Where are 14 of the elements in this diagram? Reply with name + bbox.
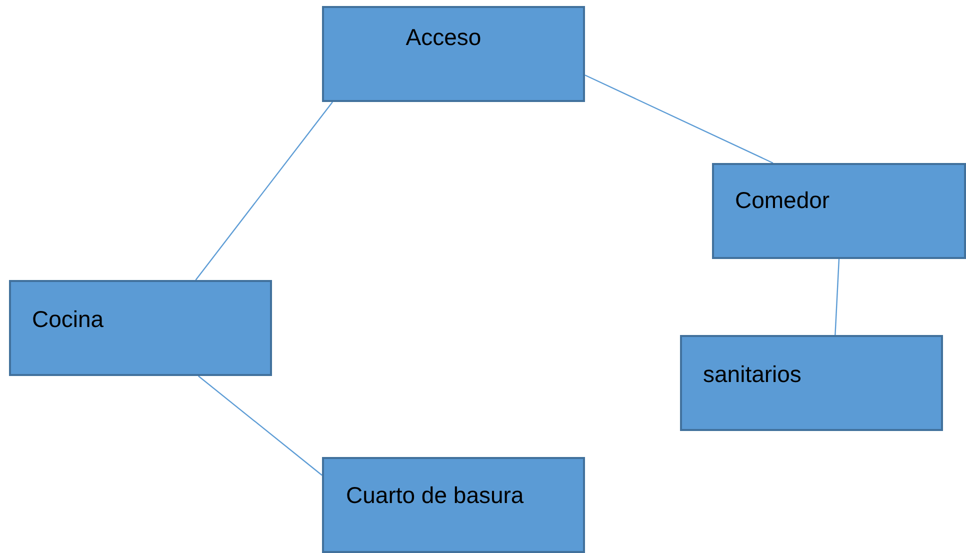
process-box [9,280,272,376]
connector-line [195,102,333,280]
box-label: sanitarios [703,361,802,389]
box-label: Acceso [406,24,482,52]
connector-line [198,376,322,476]
box-label: Cuarto de basura [346,482,524,510]
box-label: Comedor [735,187,830,215]
process-box [322,6,585,102]
connector-line [584,74,774,164]
process-box [712,163,966,259]
connector-line [834,258,840,336]
box-label: Cocina [32,306,104,334]
process-box [680,335,943,431]
process-box [322,457,585,553]
